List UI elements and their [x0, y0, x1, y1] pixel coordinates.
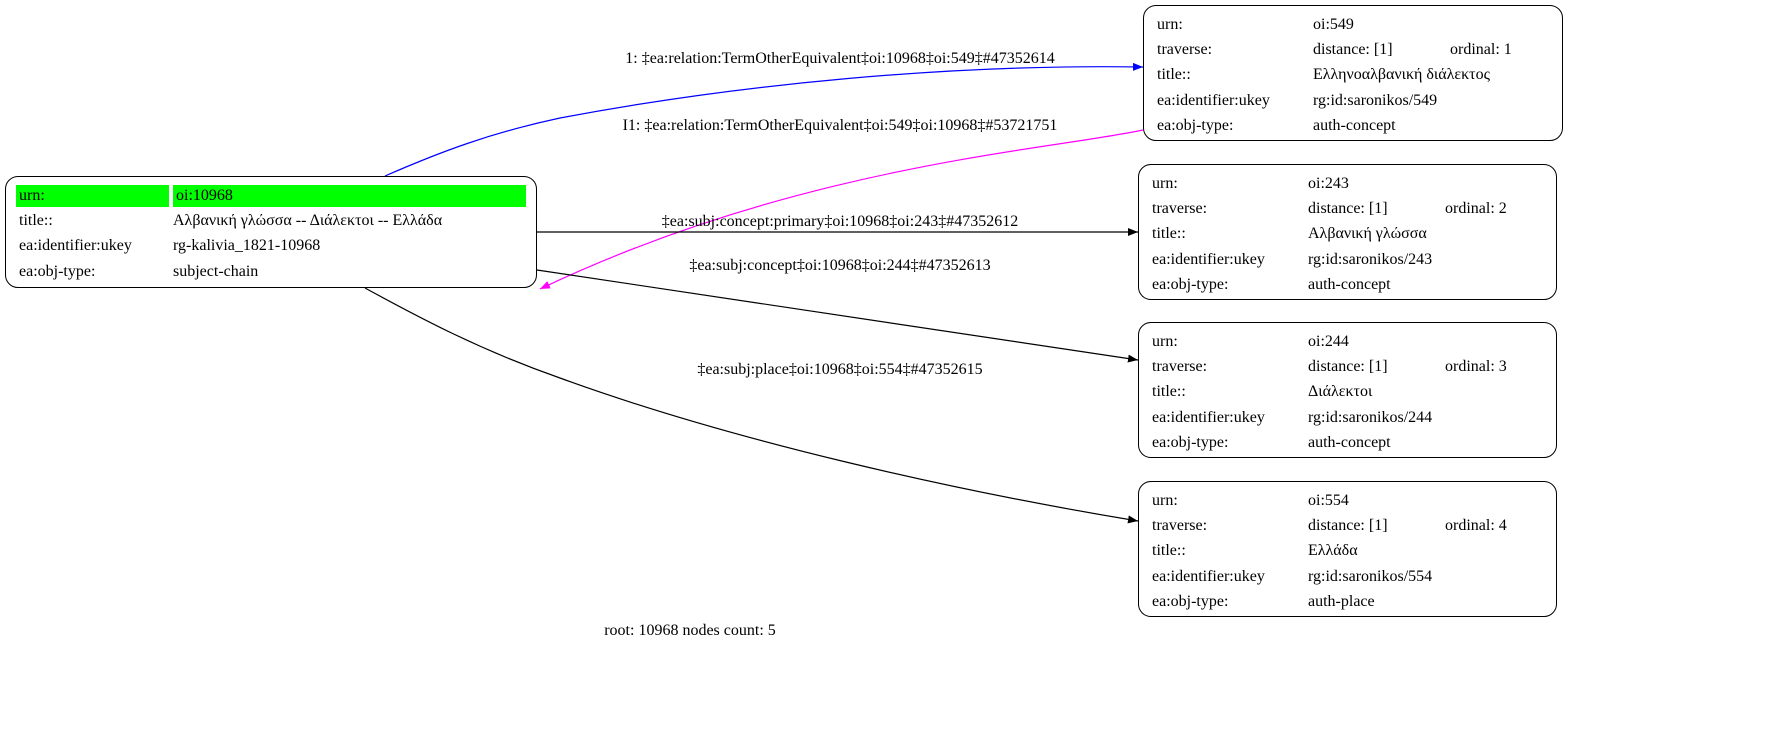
- node-row-obj_type: ea:obj-type: auth-concept: [1149, 431, 1546, 456]
- node-key: ea:identifier:ukey: [1152, 250, 1265, 268]
- node-row-obj_type: ea:obj-type: auth-concept: [1149, 273, 1546, 298]
- edge-label-5: ‡ea:subj:place‡oi:10968‡oi:554‡#47352615: [697, 361, 982, 378]
- node-value: Ελλάδα: [1308, 542, 1358, 560]
- node-value: distance: [1]: [1308, 358, 1388, 376]
- node-row-traverse: traverse: distance: [1] ordinal: 1: [1154, 37, 1552, 62]
- node-key: ea:obj-type:: [1152, 276, 1229, 294]
- edge-1: [384, 62, 1144, 177]
- node-value: auth-concept: [1308, 276, 1391, 294]
- node-key: ea:obj-type:: [1152, 434, 1229, 452]
- root-value: Αλβανική γλώσσα -- Διάλεκτοι -- Ελλάδα: [173, 212, 443, 230]
- node-value: distance: [1]: [1308, 200, 1388, 218]
- node-row-ukey: ea:identifier:ukey rg:id:saronikos/554: [1149, 564, 1546, 589]
- node-value: oi:554: [1308, 491, 1349, 509]
- node-value: rg:id:saronikos/244: [1308, 408, 1433, 426]
- root-key: urn:: [16, 184, 169, 207]
- root-node[interactable]: urn:oi:10968 title::Αλβανική γλώσσα -- Δ…: [5, 176, 537, 288]
- node-key: ea:obj-type:: [1152, 593, 1229, 611]
- node-value: oi:549: [1313, 15, 1354, 33]
- node-value: rg:id:saronikos/549: [1313, 91, 1438, 109]
- node-ordinal: ordinal: 4: [1445, 517, 1507, 535]
- node-key: title::: [1152, 383, 1186, 401]
- node-value: oi:244: [1308, 332, 1349, 350]
- node-value: distance: [1]: [1313, 41, 1393, 59]
- node-row-obj_type: ea:obj-type: auth-concept: [1154, 114, 1552, 139]
- node-row-title: title::Ελλάδα: [1149, 539, 1546, 564]
- root-key: ea:identifier:ukey: [19, 237, 132, 255]
- node-value: rg:id:saronikos/243: [1308, 250, 1433, 268]
- concept-node[interactable]: urn: oi:244 traverse: distance: [1] ordinal:…: [1138, 322, 1557, 458]
- node-key: ea:identifier:ukey: [1157, 91, 1270, 109]
- root-value: oi:10968: [173, 184, 526, 207]
- edge-label-3: ‡ea:subj:concept:primary‡oi:10968‡oi:243…: [662, 213, 1018, 230]
- node-key: urn:: [1157, 15, 1183, 33]
- node-key: traverse:: [1152, 200, 1208, 218]
- root-value: rg-kalivia_1821-10968: [173, 237, 321, 255]
- node-key: ea:identifier:ukey: [1152, 567, 1265, 585]
- node-key: title::: [1152, 542, 1186, 560]
- node-row-urn: urn: oi:554: [1149, 488, 1546, 513]
- node-key: urn:: [1152, 174, 1178, 192]
- node-value: oi:243: [1308, 174, 1349, 192]
- edge-label-2: I1: ‡ea:relation:TermOtherEquivalent‡oi:…: [623, 117, 1058, 134]
- edge-5: [364, 287, 1139, 524]
- node-value: auth-concept: [1313, 117, 1396, 135]
- node-row-title: title::Αλβανική γλώσσα: [1149, 222, 1546, 247]
- node-row-traverse: traverse: distance: [1] ordinal: 3: [1149, 354, 1546, 379]
- concept-node[interactable]: urn: oi:554 traverse: distance: [1] ordinal:…: [1138, 481, 1557, 617]
- root-value: subject-chain: [173, 262, 259, 280]
- node-row-ukey: ea:identifier:ukey rg:id:saronikos/549: [1154, 88, 1552, 113]
- root-row-type: ea:obj-type: subject-chain: [16, 259, 526, 284]
- node-key: ea:obj-type:: [1157, 117, 1234, 135]
- node-row-urn: urn: oi:243: [1149, 171, 1546, 196]
- node-value: rg:id:saronikos/554: [1308, 567, 1433, 585]
- node-key: urn:: [1152, 491, 1178, 509]
- node-row-traverse: traverse: distance: [1] ordinal: 4: [1149, 513, 1546, 538]
- node-row-title: title::Ελληνοαλβανική διάλεκτος: [1154, 63, 1552, 88]
- node-row-ukey: ea:identifier:ukey rg:id:saronikos/243: [1149, 247, 1546, 272]
- node-value: auth-concept: [1308, 434, 1391, 452]
- graph-footer: root: 10968 nodes count: 5: [604, 622, 776, 639]
- node-row-title: title::Διάλεκτοι: [1149, 380, 1546, 405]
- edge-4: [536, 269, 1139, 363]
- node-value: Ελληνοαλβανική διάλεκτος: [1313, 66, 1490, 84]
- node-row-obj_type: ea:obj-type: auth-place: [1149, 590, 1546, 615]
- node-key: traverse:: [1152, 358, 1208, 376]
- node-key: urn:: [1152, 332, 1178, 350]
- root-key: title::: [19, 212, 53, 230]
- node-key: ea:identifier:ukey: [1152, 408, 1265, 426]
- node-ordinal: ordinal: 2: [1445, 200, 1507, 218]
- edge-label-4: ‡ea:subj:concept‡oi:10968‡oi:244‡#473526…: [689, 257, 990, 274]
- node-row-urn: urn: oi:549: [1154, 12, 1552, 37]
- node-key: traverse:: [1157, 41, 1213, 59]
- node-key: title::: [1152, 225, 1186, 243]
- concept-node[interactable]: urn: oi:243 traverse: distance: [1] ordinal:…: [1138, 164, 1557, 300]
- concept-node[interactable]: urn: oi:549 traverse: distance: [1] ordinal:…: [1143, 5, 1563, 141]
- root-row-urn: urn:oi:10968: [16, 183, 526, 208]
- root-key: ea:obj-type:: [19, 262, 96, 280]
- edge-label-1: 1: ‡ea:relation:TermOtherEquivalent‡oi:1…: [625, 50, 1054, 67]
- node-ordinal: ordinal: 3: [1445, 358, 1507, 376]
- node-value: Διάλεκτοι: [1308, 383, 1373, 401]
- node-row-urn: urn: oi:244: [1149, 329, 1546, 354]
- root-row-ukey: ea:identifier:ukey rg-kalivia_1821-10968: [16, 234, 526, 259]
- root-row-title: title::Αλβανική γλώσσα -- Διάλεκτοι -- Ε…: [16, 208, 526, 233]
- node-row-ukey: ea:identifier:ukey rg:id:saronikos/244: [1149, 405, 1546, 430]
- node-ordinal: ordinal: 1: [1450, 41, 1512, 59]
- node-value: Αλβανική γλώσσα: [1308, 225, 1427, 243]
- node-row-traverse: traverse: distance: [1] ordinal: 2: [1149, 196, 1546, 221]
- node-key: title::: [1157, 66, 1191, 84]
- node-key: traverse:: [1152, 517, 1208, 535]
- node-value: distance: [1]: [1308, 517, 1388, 535]
- node-value: auth-place: [1308, 593, 1375, 611]
- inverse-edge: [539, 129, 1144, 290]
